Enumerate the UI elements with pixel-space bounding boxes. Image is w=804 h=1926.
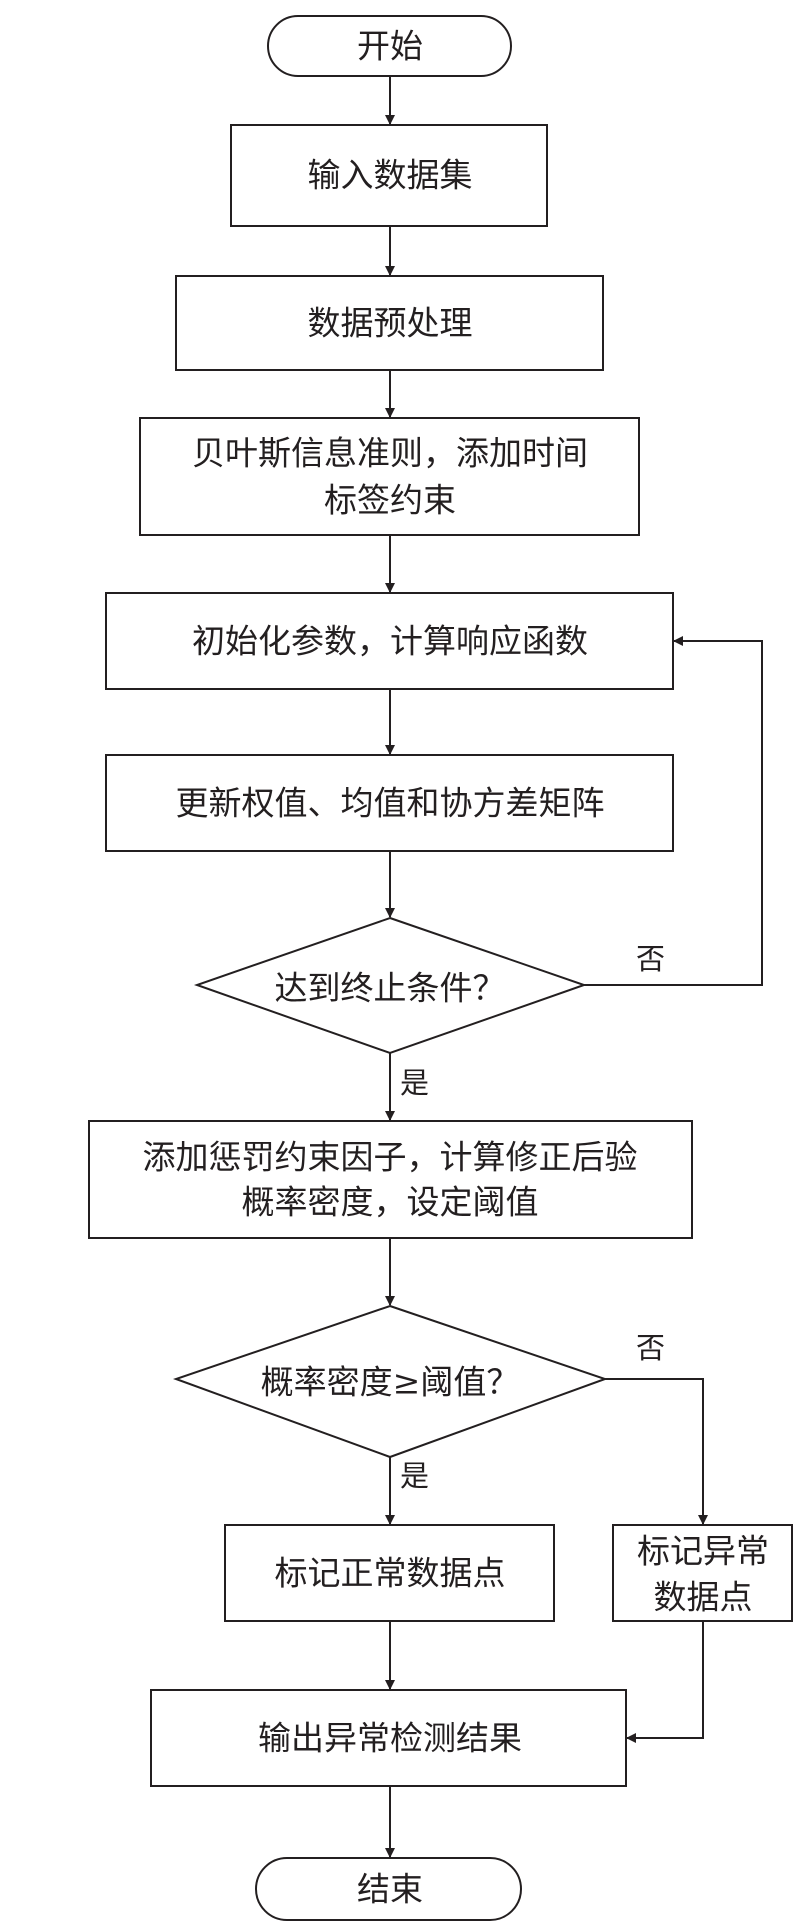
end-label: 结束 [357, 1870, 423, 1909]
penalty-label-line2: 概率密度，设定阈值 [242, 1183, 539, 1222]
mark-anomaly-box [612, 1524, 793, 1622]
input-dataset-box [230, 124, 548, 227]
density-no-label: 否 [636, 1331, 665, 1365]
terminate-yes-label: 是 [400, 1066, 429, 1100]
penalty-box [88, 1120, 693, 1239]
bic-label-line2: 标签约束 [324, 481, 456, 520]
mark-normal-box [224, 1524, 555, 1622]
output-result-label: 输出异常检测结果 [258, 1719, 522, 1758]
preprocess-box [175, 275, 604, 371]
mark-anomaly-label-line2: 数据点 [654, 1578, 753, 1617]
density-yes-label: 是 [400, 1459, 429, 1493]
mark-normal-label: 标记正常数据点 [275, 1554, 506, 1593]
arrow-density-no-to-anomaly [605, 1378, 708, 1525]
init-params-label: 初始化参数，计算响应函数 [192, 622, 588, 661]
input-dataset-label: 输入数据集 [308, 156, 473, 195]
terminate-no-label: 否 [636, 942, 665, 976]
terminate-question-label: 达到终止条件？ [275, 969, 506, 1008]
penalty-label-line1: 添加惩罚约束因子，计算修正后验 [143, 1138, 638, 1177]
end-terminal [255, 1857, 522, 1921]
arrow-terminate-no-loop [584, 636, 763, 986]
mark-anomaly-label-line1: 标记异常 [637, 1532, 769, 1571]
bic-box [139, 417, 640, 536]
start-label: 开始 [357, 27, 423, 66]
preprocess-label: 数据预处理 [308, 304, 473, 343]
update-params-label: 更新权值、均值和协方差矩阵 [176, 784, 605, 823]
arrow-anomaly-to-output [626, 1621, 704, 1743]
bic-label-line1: 贝叶斯信息准则，添加时间 [192, 434, 588, 473]
output-result-box [150, 1689, 627, 1787]
density-question-label: 概率密度≥阈值？ [261, 1363, 520, 1402]
